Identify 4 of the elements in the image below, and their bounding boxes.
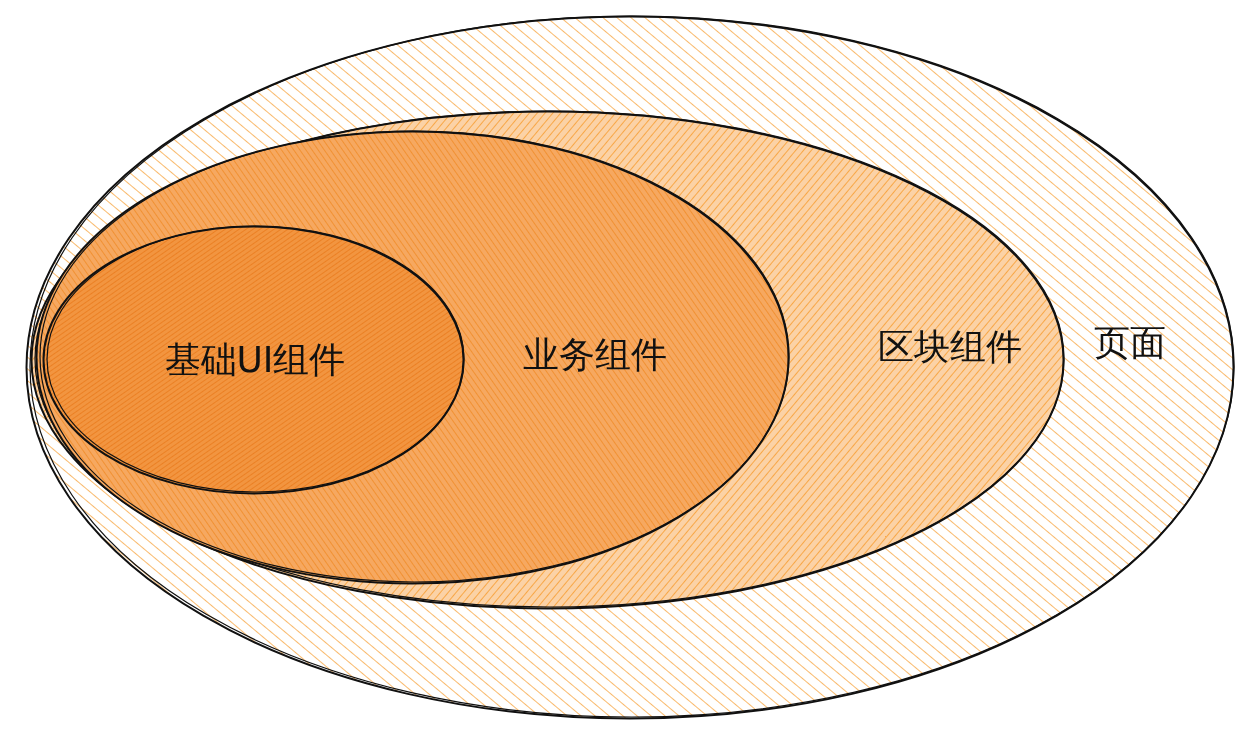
region-label: 业务组件: [523, 337, 667, 373]
region-label: 页面: [1094, 325, 1166, 361]
region-label: 区块组件: [878, 329, 1022, 365]
region-label: 基础UI组件: [164, 342, 346, 378]
